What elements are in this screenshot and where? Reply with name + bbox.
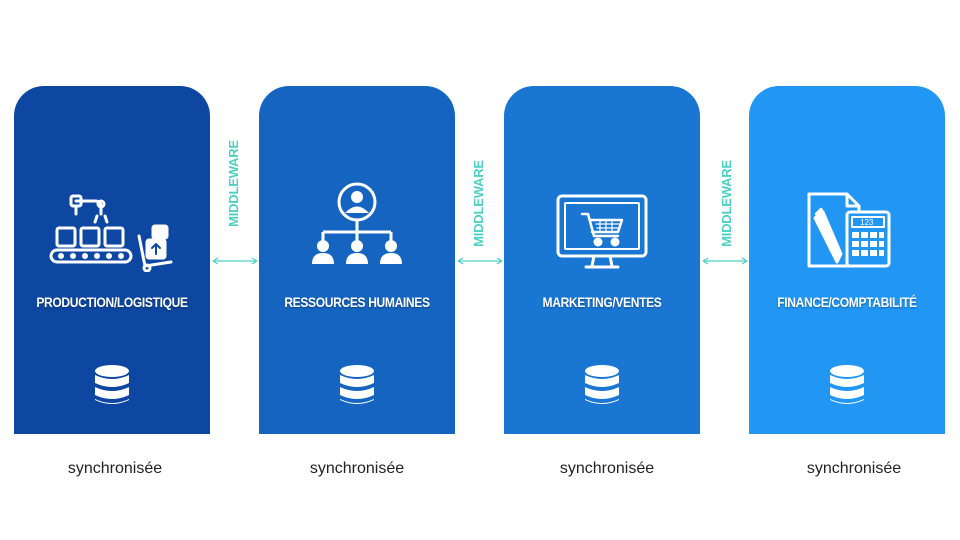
sync-caption: synchronisée: [806, 460, 902, 477]
document-calculator-icon: 123: [749, 192, 945, 272]
module-title: RESSOURCES HUMAINES: [284, 294, 430, 310]
sync-caption: synchronisée: [309, 460, 405, 477]
middleware-label: MIDDLEWARE: [470, 160, 486, 247]
monitor-cart-icon: [504, 192, 700, 272]
bidirectional-arrow-icon: [212, 257, 258, 265]
module-title: FINANCE/COMPTABILITÉ: [777, 294, 917, 310]
middleware-label: MIDDLEWARE: [718, 160, 734, 247]
middleware-label: MIDDLEWARE: [225, 140, 241, 227]
module-card-production: PRODUCTION/LOGISTIQUE: [14, 86, 210, 434]
sync-caption: synchronisée: [559, 460, 655, 477]
bidirectional-arrow-icon: [702, 257, 748, 265]
module-title: MARKETING/VENTES: [542, 294, 662, 310]
svg-text:123: 123: [860, 218, 874, 227]
module-card-finance: 123 FINANCE/COMPTABILITÉ: [749, 86, 945, 434]
database-icon: [94, 364, 130, 411]
database-icon: [584, 364, 620, 411]
factory-conveyor-icon: [14, 192, 210, 272]
database-icon: [339, 364, 375, 411]
module-card-marketing: MARKETING/VENTES: [504, 86, 700, 434]
sync-caption: synchronisée: [67, 460, 163, 477]
org-chart-icon: [259, 182, 455, 272]
module-card-hr: RESSOURCES HUMAINES: [259, 86, 455, 434]
module-title: PRODUCTION/LOGISTIQUE: [36, 294, 188, 310]
bidirectional-arrow-icon: [457, 257, 503, 265]
database-icon: [829, 364, 865, 411]
